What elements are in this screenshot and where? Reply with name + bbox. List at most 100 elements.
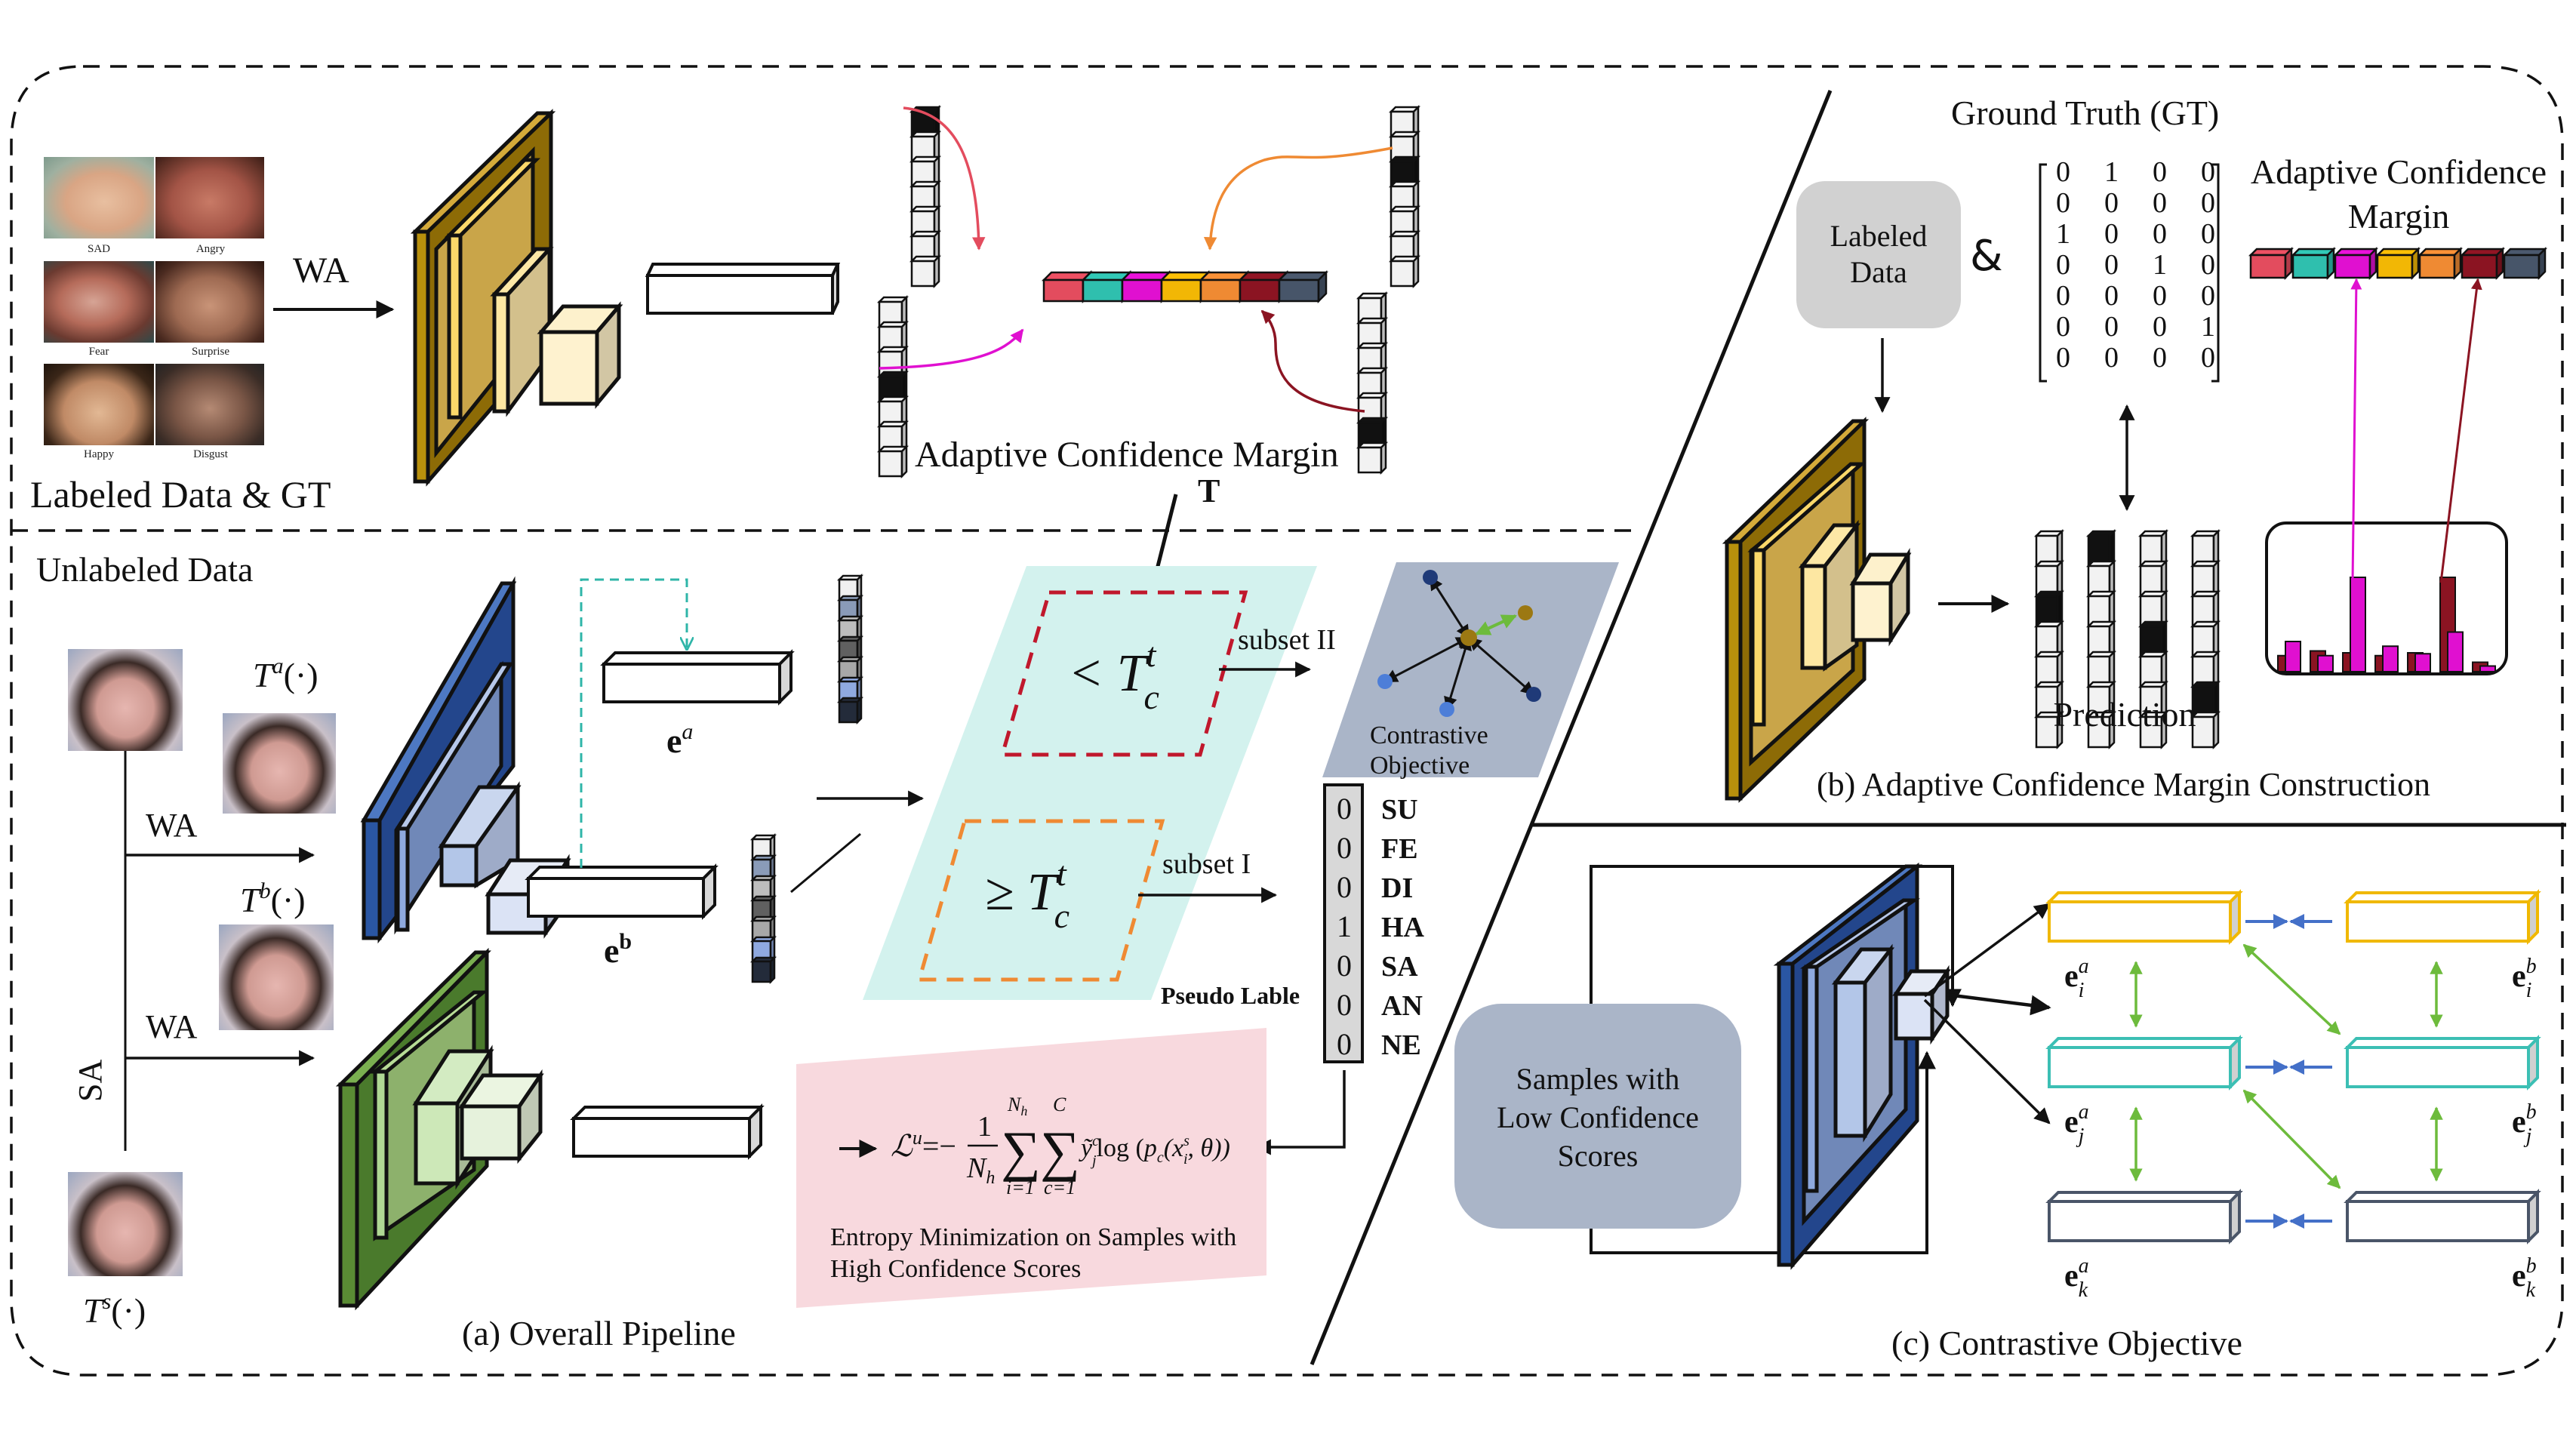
gt-matrix-cell: 0 bbox=[2201, 156, 2215, 188]
gt-matrix-cell: 0 bbox=[2201, 342, 2215, 374]
pseudo-label-value: 1 bbox=[1337, 909, 1352, 943]
matrix-bracket-left bbox=[2039, 163, 2047, 383]
pred-col-b-3-cell bbox=[2190, 709, 2221, 750]
term-x-sup: s bbox=[1183, 1133, 1190, 1149]
sum1-top-sub: h bbox=[1020, 1103, 1027, 1118]
hist-bar-b bbox=[2317, 654, 2334, 672]
pseudo-label-value: 0 bbox=[1337, 988, 1352, 1022]
pred-col-b-1-cell bbox=[2085, 709, 2117, 750]
threshold-high-sub: c bbox=[1054, 897, 1069, 935]
svg-text:≥ Ttc: ≥ Ttc bbox=[985, 854, 1069, 935]
threshold-low-box bbox=[999, 590, 1248, 757]
sum2-top: C bbox=[1053, 1094, 1066, 1115]
contrastive-mini-line1: Contrastive bbox=[1370, 721, 1488, 749]
acm-cell-b bbox=[2374, 246, 2421, 281]
acm-bar-panel-b bbox=[2248, 246, 2548, 281]
prob-cell bbox=[836, 695, 864, 725]
panel-separator-diagonal bbox=[1310, 90, 1833, 1365]
threshold-high-box bbox=[916, 819, 1165, 982]
transform-s-label: Ts(·) bbox=[83, 1289, 146, 1330]
embedding-box-b-0 bbox=[2344, 889, 2541, 945]
acm-bar-top bbox=[1041, 269, 1329, 304]
loss-symbol: ℒ bbox=[891, 1129, 913, 1163]
caption-panel-a: (a) Overall Pipeline bbox=[462, 1314, 736, 1352]
labeled-section: WA Labeled Data & GT bbox=[30, 104, 1421, 605]
face-label-fear: Fear bbox=[88, 346, 109, 358]
subset-i-label: subset I bbox=[1162, 848, 1251, 880]
face-unlabeled-original bbox=[68, 649, 183, 751]
pseudo-label-class: FE bbox=[1381, 833, 1418, 865]
svg-text:Tb(·): Tb(·) bbox=[240, 878, 306, 919]
face-label-surprise: Surprise bbox=[192, 346, 229, 358]
gt-matrix-cell: 1 bbox=[2153, 249, 2167, 281]
term-theta: , θ)) bbox=[1188, 1134, 1230, 1162]
transform-a-base: T bbox=[253, 656, 275, 694]
mini-graph-positive bbox=[1518, 605, 1533, 620]
gt-matrix-cell: 0 bbox=[2104, 280, 2119, 312]
ampersand: & bbox=[1970, 232, 2003, 281]
mini-graph-node bbox=[1439, 702, 1454, 717]
acm-cell-b bbox=[2332, 246, 2379, 281]
confidence-histogram bbox=[2277, 577, 2496, 672]
pseudo-label-column bbox=[1323, 783, 1364, 1063]
feature-box-student bbox=[570, 1103, 765, 1160]
hist-bar-b bbox=[2382, 645, 2399, 672]
gt-matrix-cell: 0 bbox=[2153, 311, 2167, 343]
gt-matrix-cell: 0 bbox=[2153, 342, 2167, 374]
entropy-caption-2: High Confidence Scores bbox=[830, 1255, 1081, 1283]
acm-link-maroon bbox=[1260, 309, 1365, 413]
gt-matrix-cell: 0 bbox=[2056, 156, 2070, 188]
acm-cell-b bbox=[2459, 246, 2506, 281]
pseudo-label-class: HA bbox=[1381, 912, 1425, 943]
acm-link-pink bbox=[903, 106, 986, 251]
mini-graph-node bbox=[1377, 674, 1393, 689]
embed-ea-base: e bbox=[666, 721, 682, 760]
embedding-box-b-2 bbox=[2344, 1189, 2541, 1244]
entropy-caption-1: Entropy Minimization on Samples with bbox=[830, 1223, 1236, 1251]
wa-label-a: WA bbox=[146, 807, 198, 844]
face-happy bbox=[44, 364, 154, 445]
pred-col-bottom-left-cell bbox=[876, 444, 909, 479]
prob-cell bbox=[749, 894, 777, 924]
mini-graph-edge bbox=[1444, 636, 1472, 711]
svg-text:Ta(·): Ta(·) bbox=[253, 654, 319, 694]
threshold-low-sub: c bbox=[1143, 678, 1159, 716]
pseudo-label-class: DI bbox=[1381, 872, 1413, 904]
encoder-blue bbox=[360, 576, 571, 944]
gt-matrix-cell: 0 bbox=[2056, 249, 2070, 281]
gt-matrix-cell: 0 bbox=[2153, 280, 2167, 312]
acm-cell-b bbox=[2501, 246, 2548, 281]
face-angry bbox=[155, 157, 264, 238]
sum1-top: N bbox=[1007, 1094, 1022, 1115]
face-unlabeled-ts bbox=[68, 1172, 183, 1276]
face-fear bbox=[44, 261, 154, 343]
pred-col-top-right-cell bbox=[1388, 254, 1421, 289]
transform-b-label: Tb(·) bbox=[240, 878, 306, 919]
pseudo-label-title: Pseudo Lable bbox=[1161, 982, 1300, 1009]
pred-col-b-1-cell bbox=[2085, 589, 2117, 629]
gt-matrix-cell: 0 bbox=[2056, 311, 2070, 343]
pred-col-bottom-right-cell bbox=[1356, 440, 1389, 475]
gt-matrix-cell: 1 bbox=[2056, 218, 2070, 250]
gt-matrix-cell: 0 bbox=[2201, 187, 2215, 219]
threshold-high-sup: t bbox=[1057, 854, 1067, 893]
mini-graph-positive-edge bbox=[1475, 614, 1517, 635]
encoder-green bbox=[335, 947, 544, 1311]
feature-vector-top bbox=[645, 263, 841, 315]
transform-a-arg: (·) bbox=[284, 656, 319, 694]
embedding-box-a-0 bbox=[2045, 889, 2243, 945]
svg-text:ℒu=−: ℒu=− bbox=[891, 1127, 956, 1163]
svg-text:< Ttc: < Ttc bbox=[1068, 635, 1159, 716]
mini-graph-node bbox=[1423, 570, 1438, 585]
acm-link-orange bbox=[1203, 146, 1393, 251]
prob-cell bbox=[749, 955, 777, 985]
